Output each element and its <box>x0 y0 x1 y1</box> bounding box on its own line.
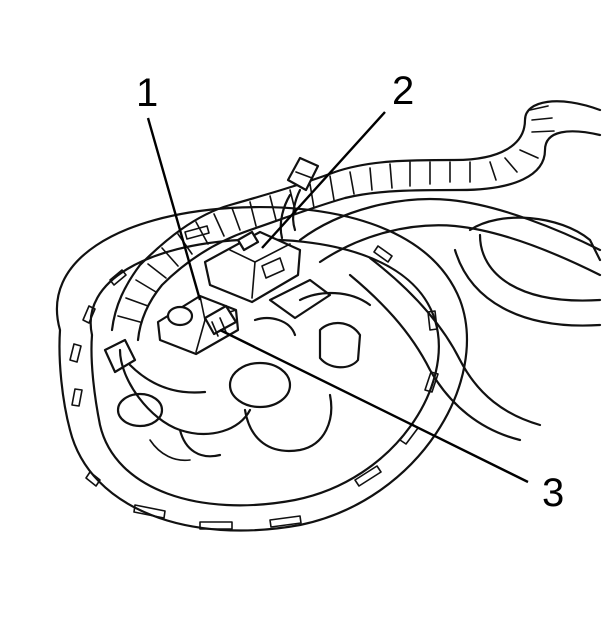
callout-1-leader <box>146 117 202 301</box>
fuel-line-tube <box>298 197 602 442</box>
connector-wires <box>279 188 302 240</box>
connector-2-body <box>203 230 302 304</box>
callout-2-label: 2 <box>392 69 414 113</box>
pump-canister <box>453 216 602 327</box>
callout-3-label: 3 <box>542 471 564 515</box>
wiring-harness <box>110 100 602 342</box>
harness-clip <box>286 156 320 192</box>
callout-2-leader <box>261 111 386 249</box>
callout-3-leader <box>219 328 529 484</box>
module-internals <box>103 278 372 462</box>
module-flange <box>55 206 469 532</box>
callout-1-label: 1 <box>136 71 158 115</box>
connector-retainer <box>203 304 238 337</box>
